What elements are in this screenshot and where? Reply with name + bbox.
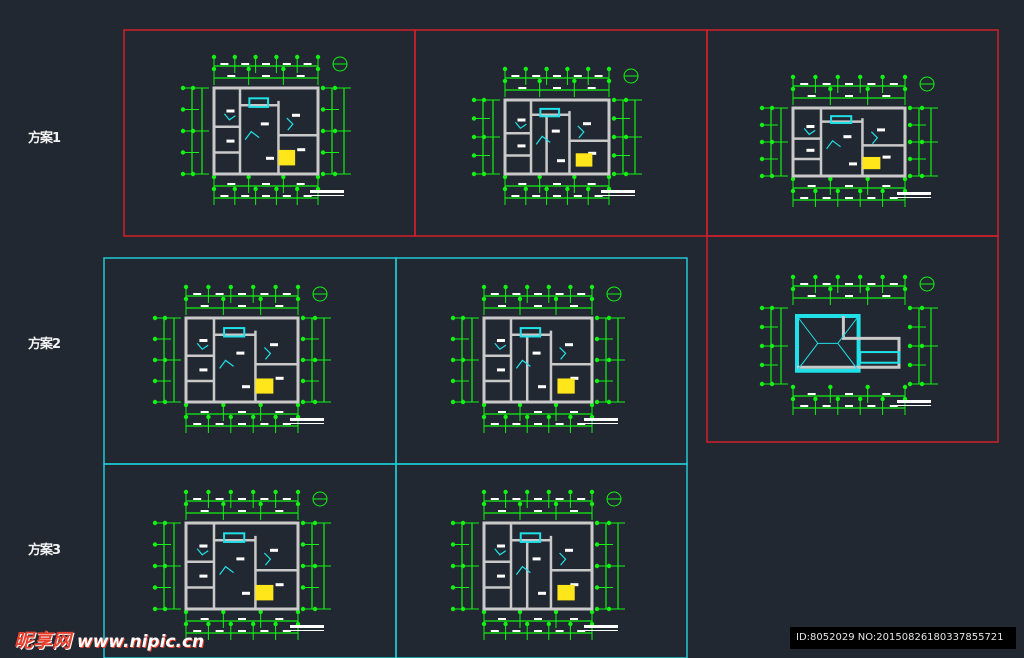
watermark-url: www.nipic.cn bbox=[77, 632, 205, 652]
floor-plan-7 bbox=[152, 489, 331, 640]
scheme-3-label: 方案3 bbox=[28, 543, 61, 558]
red-frame-4 bbox=[706, 235, 999, 443]
scheme-2-label: 方案2 bbox=[28, 337, 61, 352]
scheme-1-label: 方案1 bbox=[28, 131, 61, 146]
image-id-bar: ID:8052029 NO:20150826180337855721 bbox=[790, 627, 1016, 649]
floor-plan-1 bbox=[180, 54, 351, 205]
floor-plan-2 bbox=[471, 66, 642, 205]
floor-plan-3 bbox=[759, 74, 938, 207]
watermark-brand: 昵享网 bbox=[14, 630, 72, 652]
cyan-frame-4 bbox=[395, 463, 688, 658]
floor-plan-8 bbox=[450, 489, 625, 640]
floor-plan-5 bbox=[152, 284, 331, 433]
floor-plan-6 bbox=[450, 284, 625, 433]
floor-plan-4 bbox=[759, 274, 938, 415]
